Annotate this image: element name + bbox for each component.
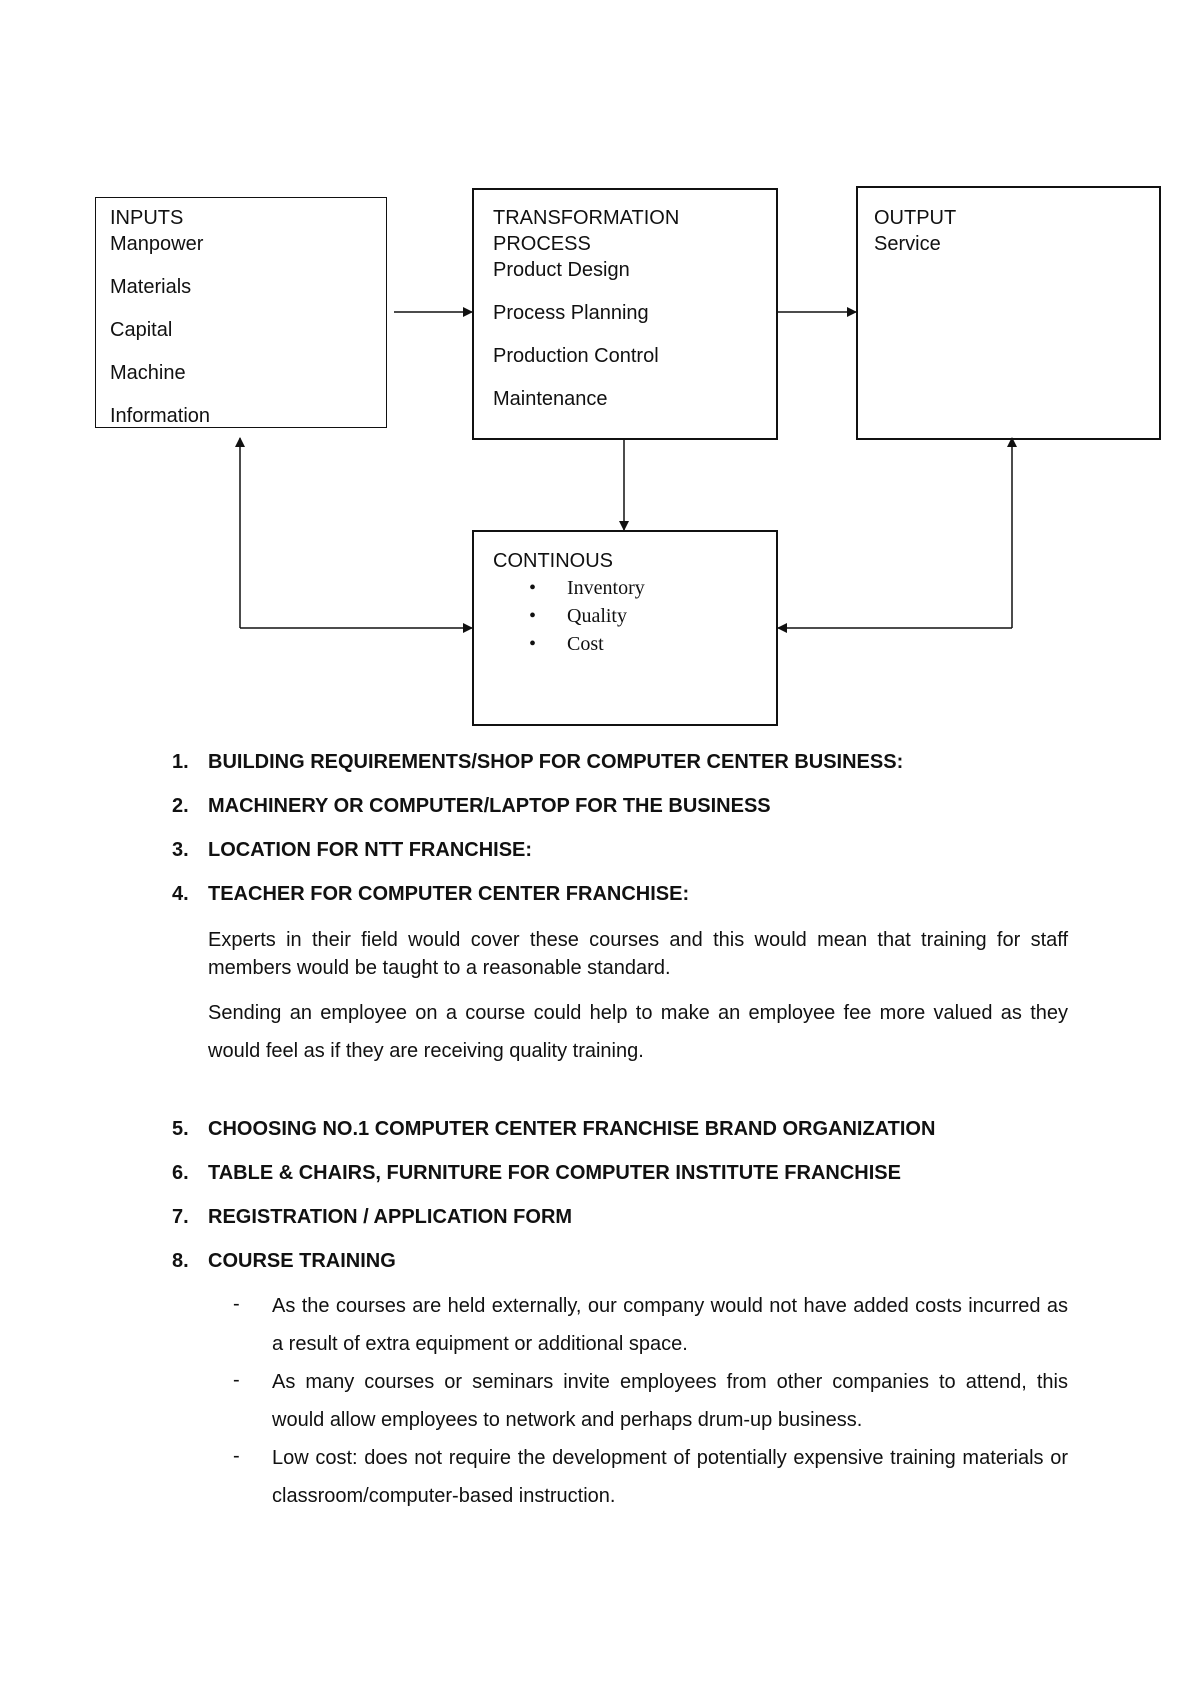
heading-3: 3. LOCATION FOR NTT FRANCHISE: bbox=[172, 839, 532, 862]
continous-item-cost: • Cost bbox=[493, 630, 645, 658]
bullet-dot: • bbox=[529, 605, 537, 627]
heading-2: 2. MACHINERY OR COMPUTER/LAPTOP FOR THE B… bbox=[172, 795, 771, 818]
dash-marker: - bbox=[233, 1369, 240, 1391]
heading-number: 7. bbox=[172, 1206, 189, 1228]
heading-text: TEACHER FOR COMPUTER CENTER FRANCHISE: bbox=[208, 883, 690, 905]
transformation-title-line2: PROCESS bbox=[493, 233, 591, 255]
inputs-box bbox=[95, 197, 387, 428]
inputs-title: INPUTS bbox=[110, 207, 184, 229]
heading-text: BUILDING REQUIREMENTS/SHOP FOR COMPUTER … bbox=[208, 751, 904, 773]
inputs-item-information: Information bbox=[110, 405, 211, 427]
continous-item-inventory: • Inventory bbox=[493, 574, 645, 602]
continous-item-label: Inventory bbox=[567, 577, 645, 599]
continous-item-quality: • Quality bbox=[493, 602, 645, 630]
transformation-item-production-control: Production Control bbox=[493, 345, 659, 367]
inputs-item-machine: Machine bbox=[110, 362, 186, 384]
continous-box bbox=[472, 530, 778, 726]
heading-number: 4. bbox=[172, 883, 189, 905]
heading-text: CHOOSING NO.1 COMPUTER CENTER FRANCHISE … bbox=[208, 1118, 936, 1140]
transformation-item-maintenance: Maintenance bbox=[493, 388, 608, 410]
heading-4: 4. TEACHER FOR COMPUTER CENTER FRANCHISE: bbox=[172, 883, 689, 906]
heading-text: MACHINERY OR COMPUTER/LAPTOP FOR THE BUS… bbox=[208, 795, 771, 817]
continous-list: • Inventory • Quality • Cost bbox=[493, 574, 645, 658]
continous-item-label: Cost bbox=[567, 633, 604, 655]
heading-number: 3. bbox=[172, 839, 189, 861]
course-training-bullet-1: As the courses are held externally, our … bbox=[272, 1295, 1068, 1355]
output-box bbox=[856, 186, 1161, 440]
heading-7: 7. REGISTRATION / APPLICATION FORM bbox=[172, 1206, 572, 1229]
heading-number: 6. bbox=[172, 1162, 189, 1184]
dash-marker: - bbox=[233, 1445, 240, 1467]
output-title: OUTPUT bbox=[874, 207, 957, 229]
output-item-service: Service bbox=[874, 233, 941, 255]
transformation-box bbox=[472, 188, 778, 440]
heading-text: TABLE & CHAIRS, FURNITURE FOR COMPUTER I… bbox=[208, 1162, 901, 1184]
teacher-paragraph-2: Sending an employee on a course could he… bbox=[208, 1002, 1068, 1062]
diagram-connectors bbox=[235, 307, 1017, 633]
transformation-item-process-planning: Process Planning bbox=[493, 302, 649, 324]
heading-number: 8. bbox=[172, 1250, 189, 1272]
inputs-item-materials: Materials bbox=[110, 276, 192, 298]
heading-number: 1. bbox=[172, 751, 189, 773]
inputs-item-capital: Capital bbox=[110, 319, 173, 341]
course-training-bullet-2: As many courses or seminars invite emplo… bbox=[272, 1371, 1068, 1431]
heading-text: LOCATION FOR NTT FRANCHISE: bbox=[208, 839, 533, 861]
heading-text: COURSE TRAINING bbox=[208, 1250, 396, 1272]
transformation-title-line1: TRANSFORMATION bbox=[493, 207, 680, 229]
transformation-item-product-design: Product Design bbox=[493, 259, 630, 281]
dash-marker: - bbox=[233, 1293, 240, 1315]
inputs-box-content: INPUTS Manpower Materials Capital Machin… bbox=[110, 205, 210, 429]
transformation-box-content: TRANSFORMATION PROCESS Product Design Pr… bbox=[493, 205, 679, 412]
heading-text: REGISTRATION / APPLICATION FORM bbox=[208, 1206, 573, 1228]
heading-6: 6. TABLE & CHAIRS, FURNITURE FOR COMPUTER… bbox=[172, 1162, 901, 1185]
inputs-item-manpower: Manpower bbox=[110, 233, 204, 255]
bullet-dot: • bbox=[529, 633, 537, 655]
heading-8: 8. COURSE TRAINING bbox=[172, 1250, 396, 1273]
heading-5: 5. CHOOSING NO.1 COMPUTER CENTER FRANCHIS… bbox=[172, 1118, 935, 1141]
output-box-content: OUTPUT Service bbox=[874, 205, 956, 257]
course-training-bullet-3: Low cost: does not require the developme… bbox=[272, 1447, 1068, 1507]
heading-1: 1. BUILDING REQUIREMENTS/SHOP FOR COMPUTE… bbox=[172, 751, 903, 774]
continous-item-label: Quality bbox=[567, 605, 627, 627]
continous-title: CONTINOUS bbox=[493, 550, 613, 572]
teacher-paragraph-1: Experts in their field would cover these… bbox=[208, 929, 1068, 979]
bullet-dot: • bbox=[529, 577, 537, 599]
heading-number: 5. bbox=[172, 1118, 189, 1140]
continous-box-content: CONTINOUS • Inventory • Quality • Cost bbox=[493, 548, 645, 658]
heading-number: 2. bbox=[172, 795, 189, 817]
